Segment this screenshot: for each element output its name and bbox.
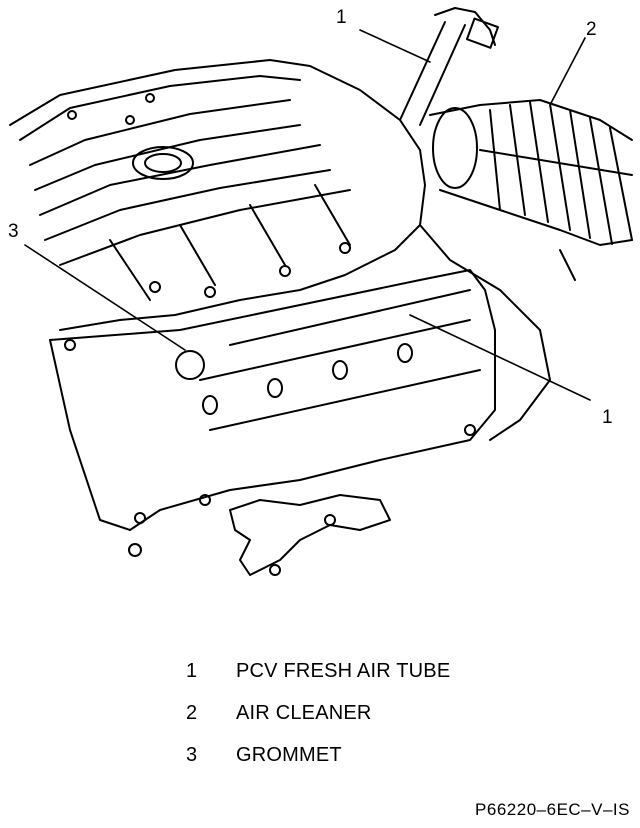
legend-item-air-cleaner: 2 AIR CLEANER — [186, 702, 526, 732]
legend-label: AIR CLEANER — [236, 702, 372, 724]
engine-front-edge — [419, 224, 576, 441]
callout-1-right: 1 — [602, 407, 613, 428]
intake-plenum — [9, 59, 426, 331]
legend-label: PCV FRESH AIR TUBE — [236, 660, 451, 682]
figure-id: P66220–6EC–V–IS — [475, 800, 630, 819]
callout-3: 3 — [8, 221, 19, 242]
valve-cover — [49, 269, 496, 531]
air-cleaner-duct — [429, 99, 633, 246]
legend-item-pcv-fresh-air-tube: 1 PCV FRESH AIR TUBE — [186, 660, 526, 690]
legend: 1 PCV FRESH AIR TUBE 2 AIR CLEANER 3 GRO… — [186, 660, 526, 774]
legend-number: 1 — [186, 660, 198, 682]
callout-1-top: 1 — [336, 7, 347, 28]
leader-lines — [24, 29, 591, 401]
callout-2: 2 — [586, 19, 597, 40]
legend-label: GROMMET — [236, 744, 342, 766]
pcv-fresh-air-tube — [399, 7, 499, 126]
exhaust-manifold — [128, 494, 391, 576]
legend-number: 2 — [186, 702, 198, 724]
legend-item-grommet: 3 GROMMET — [186, 744, 526, 774]
legend-number: 3 — [186, 744, 198, 766]
engine-illustration — [9, 7, 633, 576]
